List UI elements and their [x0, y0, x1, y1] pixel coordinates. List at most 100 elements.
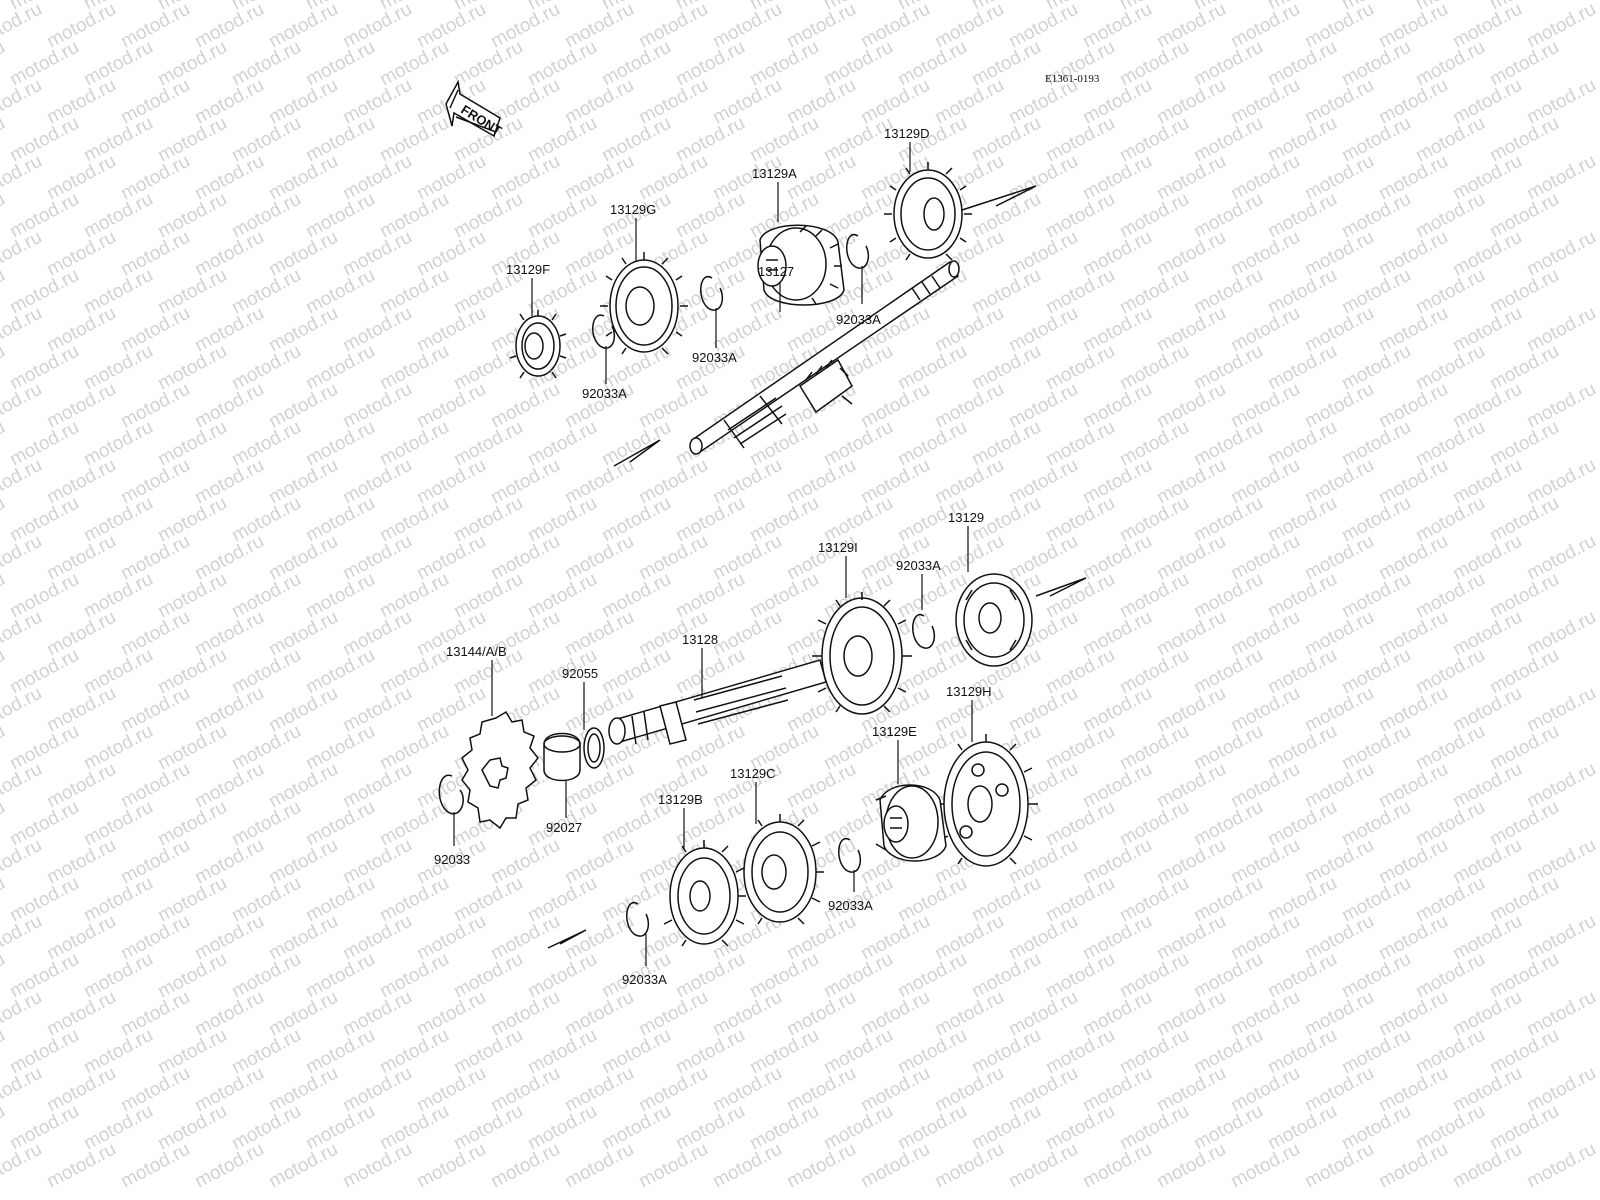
watermark-text: motod.ru [1338, 569, 1414, 623]
watermark-text: motod.ru [783, 1139, 859, 1193]
watermark-text: motod.ru [1227, 683, 1303, 737]
watermark-text: motod.ru [191, 911, 267, 965]
watermark-text: motod.ru [228, 417, 304, 471]
watermark-text: motod.ru [43, 379, 119, 433]
watermark-text: motod.ru [1523, 531, 1599, 585]
watermark-text: motod.ru [1412, 113, 1488, 167]
watermark-text: motod.ru [0, 949, 9, 1003]
watermark-text: motod.ru [80, 37, 156, 91]
watermark-text: motod.ru [1449, 1139, 1525, 1193]
watermark-text: motod.ru [672, 265, 748, 319]
circlip-92033A-6-icon [626, 901, 650, 937]
watermark-text: motod.ru [0, 189, 9, 243]
watermark-text: motod.ru [746, 1025, 822, 1079]
axis-arrow-upper-right [961, 185, 1037, 211]
watermark-text: motod.ru [154, 417, 230, 471]
watermark-text: motod.ru [154, 797, 230, 851]
watermark-text: motod.ru [265, 0, 341, 52]
watermark-text: motod.ru [339, 151, 415, 205]
watermark-text: motod.ru [1301, 1063, 1377, 1117]
watermark-text: motod.ru [302, 645, 378, 699]
watermark-text: motod.ru [1375, 759, 1451, 813]
watermark-text: motod.ru [450, 341, 526, 395]
watermark-text: motod.ru [6, 721, 82, 775]
watermark-text: motod.ru [0, 341, 9, 395]
watermark-text: motod.ru [339, 911, 415, 965]
watermark-text: motod.ru [561, 1139, 637, 1193]
watermark-text: motod.ru [487, 1063, 563, 1117]
watermark-text: motod.ru [1338, 1101, 1414, 1155]
label-92033A-2: 92033A [692, 350, 737, 365]
watermark-text: motod.ru [1338, 1025, 1414, 1079]
watermark-text: motod.ru [746, 493, 822, 547]
watermark-text: motod.ru [413, 151, 489, 205]
watermark-text: motod.ru [228, 493, 304, 547]
watermark-text: motod.ru [80, 189, 156, 243]
watermark-text: motod.ru [1042, 797, 1118, 851]
watermark-text: motod.ru [1153, 0, 1229, 52]
watermark-text: motod.ru [154, 37, 230, 91]
watermark-text: motod.ru [43, 911, 119, 965]
watermark-text: motod.ru [1005, 911, 1081, 965]
watermark-text: motod.ru [413, 911, 489, 965]
watermark-text: motod.ru [450, 417, 526, 471]
watermark-text: motod.ru [1301, 911, 1377, 965]
watermark-text: motod.ru [1079, 607, 1155, 661]
watermark-text: motod.ru [0, 607, 46, 661]
watermark-text: motod.ru [1523, 303, 1599, 357]
watermark-text: motod.ru [1005, 455, 1081, 509]
watermark-text: motod.ru [302, 949, 378, 1003]
watermark-text: motod.ru [1005, 987, 1081, 1041]
watermark-text: motod.ru [524, 417, 600, 471]
watermark-text: motod.ru [635, 531, 711, 585]
watermark-text: motod.ru [709, 1063, 785, 1117]
watermark-text: motod.ru [0, 37, 9, 91]
watermark-text: motod.ru [1079, 227, 1155, 281]
watermark-text: motod.ru [117, 911, 193, 965]
watermark-text: motod.ru [339, 1063, 415, 1117]
watermark-text: motod.ru [43, 303, 119, 357]
watermark-text: motod.ru [524, 1025, 600, 1079]
watermark-text: motod.ru [191, 607, 267, 661]
watermark-text: motod.ru [117, 759, 193, 813]
watermark-text: motod.ru [6, 797, 82, 851]
watermark-text: motod.ru [968, 873, 1044, 927]
watermark-text: motod.ru [1523, 1139, 1599, 1193]
gear-13129F [509, 310, 567, 379]
watermark-text: motod.ru [1227, 227, 1303, 281]
watermark-text: motod.ru [450, 949, 526, 1003]
watermark-text: motod.ru [1042, 721, 1118, 775]
watermark-text: motod.ru [1116, 873, 1192, 927]
watermark-text: motod.ru [1412, 1101, 1488, 1155]
label-13127: 13127 [758, 264, 794, 279]
watermark-text: motod.ru [1190, 1101, 1266, 1155]
watermark-text: motod.ru [1264, 341, 1340, 395]
watermark-text: motod.ru [857, 1139, 933, 1193]
watermark-text: motod.ru [524, 189, 600, 243]
watermark-text: motod.ru [1079, 835, 1155, 889]
watermark-text: motod.ru [154, 265, 230, 319]
watermark-text: motod.ru [1190, 493, 1266, 547]
watermark-text: motod.ru [376, 417, 452, 471]
watermark-text: motod.ru [672, 1025, 748, 1079]
watermark-text: motod.ru [117, 75, 193, 129]
circlip-92033A-2-icon [700, 275, 724, 311]
watermark-text: motod.ru [1412, 949, 1488, 1003]
watermark-text: motod.ru [302, 37, 378, 91]
watermark-text: motod.ru [191, 835, 267, 889]
watermark-text: motod.ru [413, 1139, 489, 1193]
watermark-text: motod.ru [487, 835, 563, 889]
watermark-text: motod.ru [968, 341, 1044, 395]
watermark-text: motod.ru [0, 911, 46, 965]
watermark-text: motod.ru [1412, 721, 1488, 775]
watermark-text: motod.ru [154, 873, 230, 927]
watermark-text: motod.ru [339, 227, 415, 281]
watermark-text: motod.ru [1338, 721, 1414, 775]
watermark-text: motod.ru [1412, 569, 1488, 623]
watermark-text: motod.ru [1116, 341, 1192, 395]
watermark-text: motod.ru [0, 569, 9, 623]
watermark-text: motod.ru [1301, 987, 1377, 1041]
watermark-text: motod.ru [1523, 151, 1599, 205]
watermark-text: motod.ru [80, 341, 156, 395]
watermark-text: motod.ru [339, 0, 415, 52]
